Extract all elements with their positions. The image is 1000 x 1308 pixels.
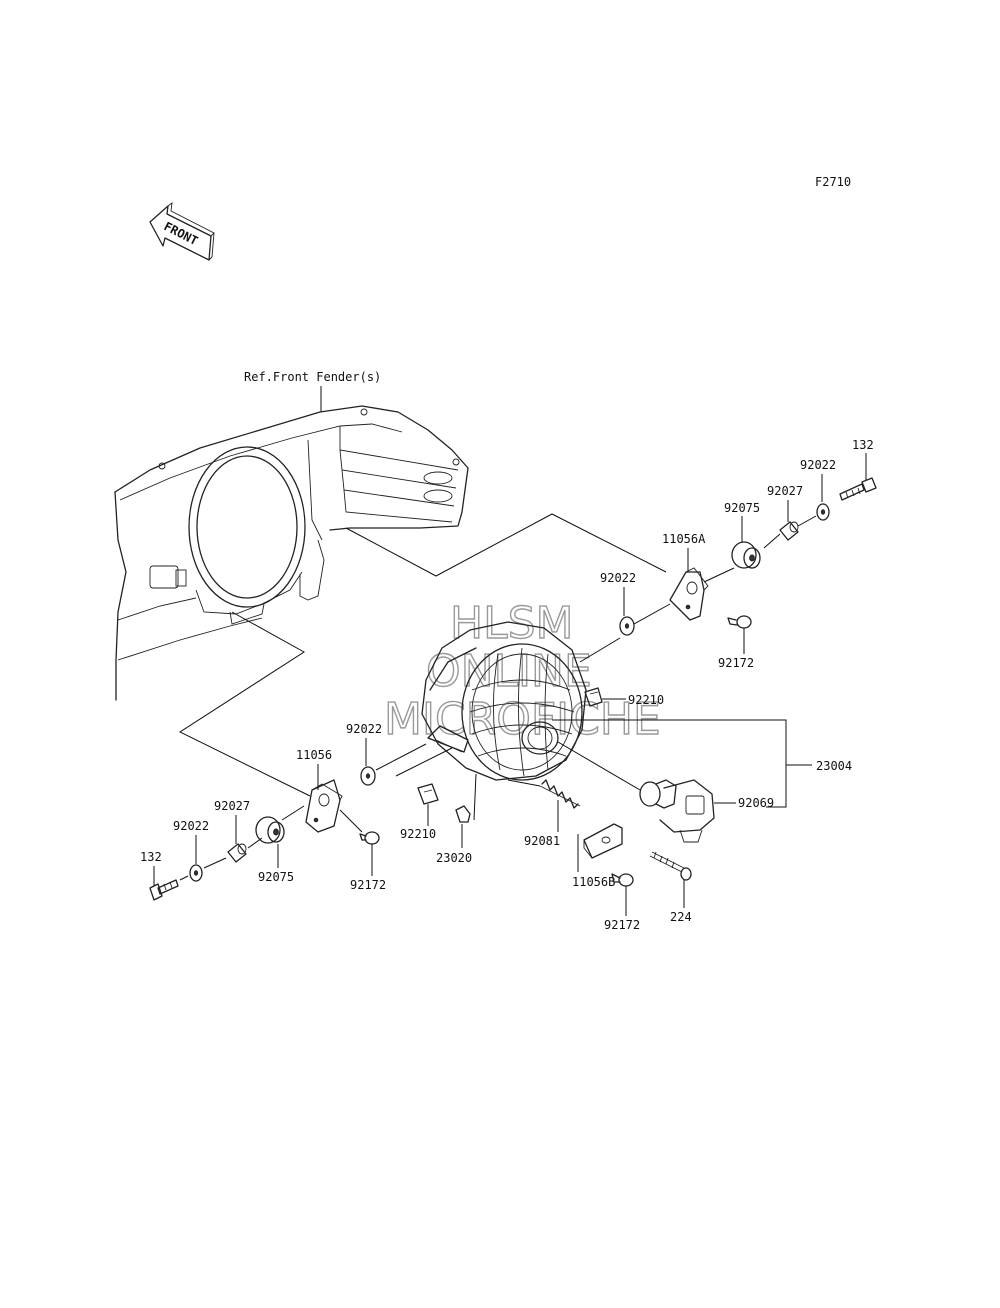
- bracket-11056B: [583, 823, 623, 859]
- front-fender: [114, 405, 469, 701]
- figure-code: F2710: [815, 175, 851, 189]
- collar-92027-left: [227, 843, 247, 863]
- spring-92081: [539, 779, 581, 809]
- label-132-right: 132: [852, 438, 874, 452]
- label-92075-left: 92075: [258, 870, 294, 884]
- label-92027-left: 92027: [214, 799, 250, 813]
- damper-92075-left: [255, 816, 285, 844]
- nut-23020: [455, 805, 471, 823]
- reference-label: Ref.Front Fender(s): [244, 370, 381, 384]
- label-92210-right: 92210: [628, 693, 664, 707]
- bulb-socket-92069: [639, 779, 715, 843]
- label-92172-right: 92172: [718, 656, 754, 670]
- washer-92022-left-upper: [360, 766, 376, 786]
- label-92022-left: 92022: [173, 819, 209, 833]
- label-92027-right: 92027: [767, 484, 803, 498]
- label-11056: 11056: [296, 748, 332, 762]
- connector-line-left: [178, 611, 311, 797]
- label-92069: 92069: [738, 796, 774, 810]
- bracket-11056: [305, 779, 343, 833]
- label-92172-left: 92172: [350, 878, 386, 892]
- label-132-left: 132: [140, 850, 162, 864]
- collar-92027-right: [779, 521, 799, 541]
- connector-line-right: [345, 513, 667, 577]
- headlight-unit: [421, 621, 587, 781]
- watermark-line-1: HLSM: [450, 598, 574, 649]
- label-92172-bottom: 92172: [604, 918, 640, 932]
- label-92022-right: 92022: [800, 458, 836, 472]
- front-arrow-label: FRONT: [162, 219, 201, 248]
- label-92022-mid: 92022: [600, 571, 636, 585]
- bracket-11056A: [669, 567, 709, 621]
- damper-92075-right: [731, 541, 761, 569]
- bolt-132-left: [149, 879, 179, 901]
- label-92022-left-upper: 92022: [346, 722, 382, 736]
- label-92081: 92081: [524, 834, 560, 848]
- label-23020: 23020: [436, 851, 472, 865]
- label-224: 224: [670, 910, 692, 924]
- washer-92022-mid: [619, 616, 635, 636]
- label-11056B: 11056B: [572, 875, 615, 889]
- bolt-132-right: [839, 477, 877, 501]
- label-92075-right: 92075: [724, 501, 760, 515]
- screw-92172-left: [359, 831, 380, 845]
- watermark: HLSM ONLINE MICROFICHE: [383, 597, 661, 745]
- label-92210-left: 92210: [400, 827, 436, 841]
- washer-92022-right: [816, 503, 830, 521]
- watermark-line-2: ONLINE: [426, 646, 592, 697]
- washer-92022-left: [189, 864, 203, 882]
- clip-92210-left: [417, 783, 439, 805]
- screw-224: [649, 851, 692, 881]
- label-23004: 23004: [816, 759, 852, 773]
- label-11056A: 11056A: [662, 532, 706, 546]
- screw-92172-right: [727, 615, 752, 629]
- clip-92210-right: [584, 687, 603, 707]
- front-arrow-icon: FRONT: [149, 202, 215, 261]
